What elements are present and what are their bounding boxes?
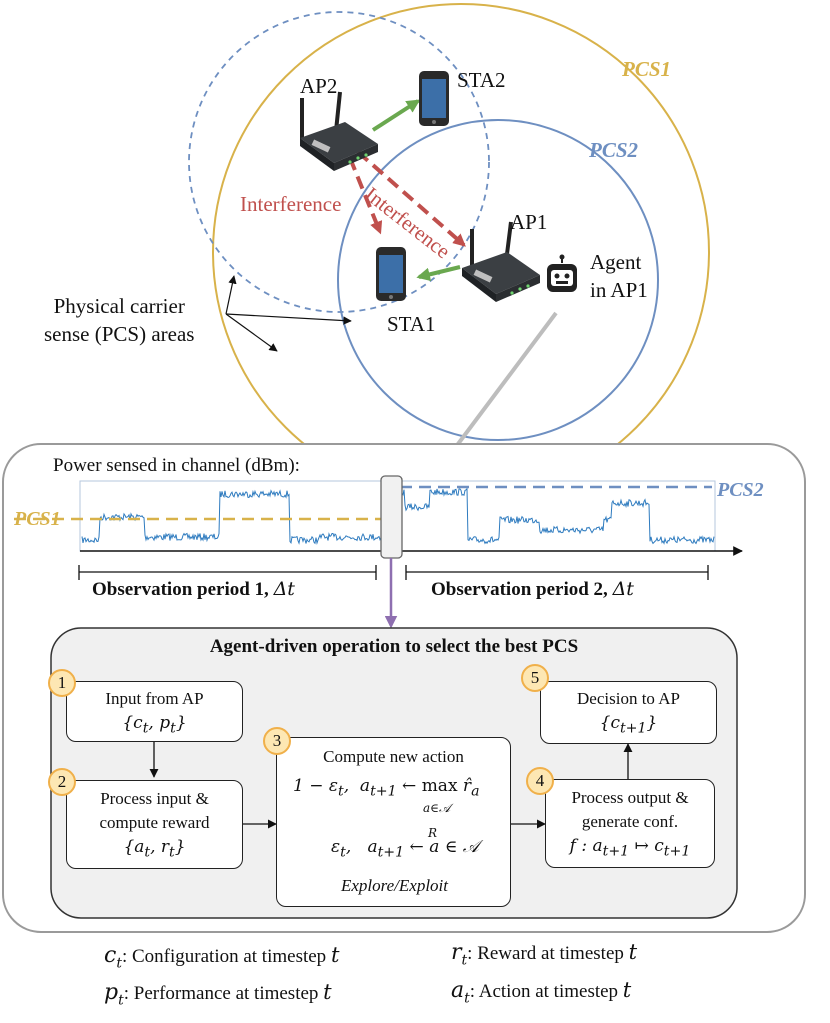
pcs1-label: PCS1	[622, 57, 672, 81]
step-4-badge: 4	[526, 767, 554, 795]
pcs-pointer-1	[225, 275, 237, 315]
observation-period-2-delta: Δt	[612, 578, 634, 600]
ap2-coverage-area	[188, 11, 490, 313]
sta1-label: STA1	[387, 312, 436, 336]
power-sensed-title: Power sensed in channel (dBm):	[53, 455, 300, 476]
step-3-case-exploit: 1 − εt, at+1 ← max r̂a	[293, 776, 480, 800]
step-1-input-box: Input from AP {ct, pt}	[66, 681, 243, 742]
ap1-router-icon	[462, 221, 540, 302]
ap2-router-icon	[300, 91, 378, 171]
period-divider	[380, 475, 403, 559]
legend-p-symbol: pt	[104, 980, 124, 1009]
step-3-case-exploit-sub: a∈𝒜	[423, 801, 451, 815]
observation-period-2-text: Observation period 2,	[431, 579, 608, 600]
legend-c-text: : Configuration at timestep	[121, 946, 327, 967]
step-4-line2: generate conf.	[581, 812, 679, 831]
observation-period-1: Observation period 1, Δt	[92, 578, 295, 601]
pcs1-area	[212, 3, 710, 452]
step-2-math: {at, rt}	[123, 837, 186, 861]
legend-r-text: : Reward at timestep	[467, 943, 624, 964]
observation-period-2: Observation period 2, Δt	[431, 578, 634, 601]
step-4-math: f : at+1 ↦ ct+1	[569, 836, 691, 860]
legend-action: at: Action at timestep t	[451, 978, 631, 1006]
legend-p-t: t	[323, 980, 332, 1004]
step-3-badge: 3	[263, 727, 291, 755]
step-4-output-box: Process output & generate conf. f : at+1…	[545, 779, 715, 868]
legend-reward: rt: Reward at timestep t	[451, 940, 637, 968]
observation-brackets	[78, 565, 709, 580]
interference-label-sta1: Interference	[240, 192, 342, 216]
agent-label-line1: Agent	[590, 250, 642, 274]
pcs2-threshold-label: PCS2	[717, 479, 764, 501]
step-3-title: Compute new action	[323, 747, 464, 766]
legend-p-text: : Performance at timestep	[123, 983, 319, 1004]
ap2-label: AP2	[300, 74, 338, 98]
agent-label-line2: in AP1	[590, 278, 648, 302]
legend-performance: pt: Performance at timestep t	[104, 980, 332, 1008]
sta2-label: STA2	[457, 68, 506, 92]
step-5-math: {ct+1}	[599, 713, 658, 737]
step-5-badge: 5	[521, 664, 549, 692]
agent-robot-icon	[547, 254, 577, 292]
step-2-reward-box: Process input & compute reward {at, rt}	[66, 780, 243, 869]
legend-a-t: t	[622, 978, 632, 1002]
step-1-line1: Input from AP	[105, 689, 204, 708]
pcs1-threshold-label: PCS1	[14, 508, 61, 530]
agent-label: Agent in AP1	[590, 248, 648, 304]
legend-configuration: ct: Configuration at timestep t	[104, 943, 339, 971]
pcs-areas-line1: Physical carrier	[53, 294, 185, 318]
ap1-label: AP1	[510, 210, 548, 234]
pcs-pointer-2	[225, 313, 352, 325]
pcs-pointer-3	[225, 313, 278, 352]
step-2-line1: Process input &	[100, 789, 209, 808]
legend-r-t: t	[628, 940, 638, 964]
legend-a-symbol: at	[451, 978, 470, 1007]
agent-connector	[453, 311, 558, 450]
step-3-action-box: Compute new action 1 − εt, at+1 ← max r̂…	[276, 737, 511, 907]
step-5-decision-box: Decision to AP {ct+1}	[540, 681, 717, 744]
pcs2-area	[337, 119, 659, 441]
step-3-case-explore: εt, at+1 ← a ∈ 𝒜	[331, 837, 479, 861]
link-arrow-ap1-sta1	[416, 265, 461, 282]
interference-arrow-ap1	[356, 150, 466, 247]
step-3-case-explore-sup: R	[428, 826, 438, 840]
step-2-line2: compute reward	[99, 813, 210, 832]
pcs2-label: PCS2	[589, 138, 639, 162]
pcs-areas-line2: sense (PCS) areas	[44, 322, 195, 346]
observation-period-1-text: Observation period 1,	[92, 579, 269, 600]
step-5-line1: Decision to AP	[577, 689, 680, 708]
operation-title: Agent-driven operation to select the bes…	[209, 636, 579, 657]
observation-period-1-delta: Δt	[273, 578, 295, 600]
step-2-badge: 2	[48, 768, 76, 796]
sta2-phone-icon	[419, 71, 449, 126]
interference-arrow-sta1	[348, 157, 383, 235]
step-3-footer: Explore/Exploit	[340, 876, 448, 895]
legend-c-symbol: ct	[104, 943, 122, 972]
step-1-math: {ct, pt}	[122, 713, 187, 737]
legend-a-text: : Action at timestep	[469, 981, 619, 1002]
step-1-badge: 1	[48, 669, 76, 697]
link-arrow-ap2-sta2	[371, 99, 421, 132]
step-4-line1: Process output &	[571, 788, 689, 807]
pcs-areas-label: Physical carrier sense (PCS) areas	[44, 292, 194, 348]
sta1-phone-icon	[376, 247, 406, 301]
legend-r-symbol: rt	[451, 940, 468, 969]
legend-c-t: t	[330, 943, 340, 967]
